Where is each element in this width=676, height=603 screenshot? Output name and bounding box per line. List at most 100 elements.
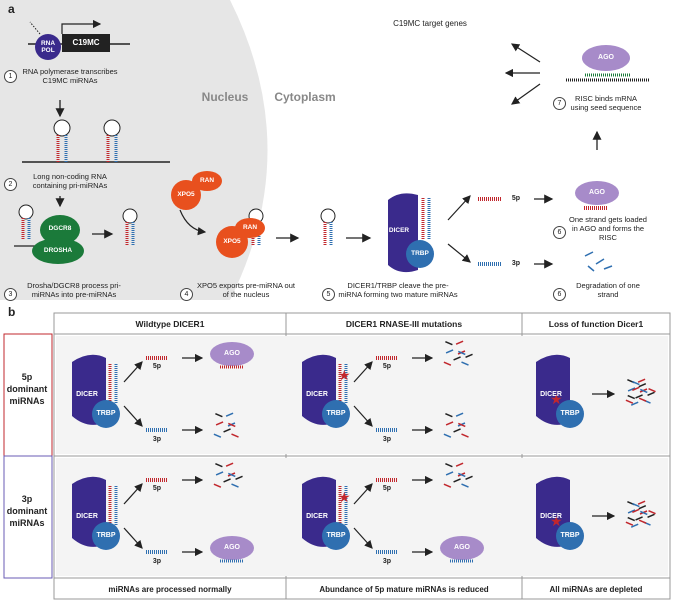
arrow — [353, 527, 373, 549]
degraded-fragment — [627, 516, 636, 522]
trbp-label: TRBP — [411, 250, 429, 257]
degraded-fragment — [647, 513, 655, 518]
step-number: 6 — [553, 288, 566, 301]
strand-5p-label: 5p — [152, 363, 162, 370]
degraded-fragment — [632, 508, 640, 514]
degraded-fragment — [225, 462, 234, 467]
trbp-protein — [556, 522, 584, 550]
degraded-fragment — [461, 433, 469, 438]
degraded-fragment — [648, 387, 656, 393]
strand-5p-label: 5p — [511, 195, 521, 202]
degraded-fragment — [638, 383, 647, 388]
rna-pol-label: RNA POL — [40, 40, 56, 54]
degraded-fragment — [213, 433, 222, 438]
trbp-protein — [322, 400, 350, 428]
c19mc-gene — [62, 34, 110, 52]
ago-protein — [575, 181, 619, 205]
arrow — [123, 527, 143, 549]
pri-mirna-hairpin — [103, 119, 121, 162]
trbp-label: TRBP — [96, 410, 116, 417]
trbp-protein — [92, 400, 120, 428]
degraded-fragment — [453, 478, 461, 483]
step-text: RNA polymerase transcribes C19MC miRNAs — [22, 67, 118, 85]
cytoplasm-label: Cytoplasm — [274, 90, 336, 104]
mutation-star: ★ — [338, 368, 351, 384]
strand-3p-label: 3p — [152, 558, 162, 565]
degraded-fragment — [630, 523, 639, 528]
degraded-fragment — [227, 472, 236, 478]
dicer-label: DICER — [540, 513, 562, 520]
degraded-fragment — [625, 521, 634, 526]
degraded-fragment — [635, 516, 643, 521]
dgcr8-protein — [40, 215, 80, 245]
degraded-fragment — [648, 509, 656, 515]
strand-3p-label: 3p — [152, 436, 162, 443]
ago-label: AGO — [598, 54, 614, 61]
xpo5-label: XPO5 — [177, 191, 195, 198]
strand-3p-label: 3p — [511, 260, 521, 267]
mutation-star: ★ — [550, 514, 563, 530]
degraded-fragment — [231, 483, 239, 488]
step-text: DICER1/TRBP cleave the pre-miRNA forming… — [338, 281, 458, 299]
arrow — [353, 361, 373, 383]
degraded-fragment — [627, 387, 636, 392]
row-label: 5p dominant miRNAs — [6, 372, 48, 406]
dicer-label: DICER — [306, 391, 328, 398]
degraded-fragment — [213, 483, 222, 488]
panel-a-label: a — [8, 2, 15, 16]
degraded-fragment — [465, 353, 473, 358]
degraded-fragment — [443, 361, 452, 366]
degraded-fragment — [639, 388, 648, 394]
step-text: One strand gets loaded in AGO and forms … — [569, 215, 647, 242]
ago-label: AGO — [454, 544, 470, 551]
degraded-fragment — [625, 399, 634, 404]
dicer-label: DICER — [306, 513, 328, 520]
degraded-fragment — [227, 422, 236, 428]
panel-b-label: b — [8, 305, 16, 319]
xpo5-label: XPO5 — [223, 238, 241, 245]
arrow — [123, 361, 143, 383]
arrow — [353, 405, 373, 427]
column-footer: miRNAs are processed normally — [108, 584, 232, 594]
degraded-fragment — [638, 519, 647, 524]
degraded-fragment — [461, 361, 469, 366]
ago-label: AGO — [224, 350, 240, 357]
degraded-fragment — [637, 378, 646, 383]
degraded-fragment — [632, 502, 640, 508]
c19mc-label: C19MC — [72, 38, 100, 47]
dicer-label: DICER — [76, 513, 98, 520]
trbp-label: TRBP — [326, 532, 346, 539]
nucleus-label: Nucleus — [201, 90, 249, 104]
step-number: 1 — [4, 70, 17, 83]
degraded-fragment — [630, 401, 639, 406]
ago-label: AGO — [224, 544, 240, 551]
degraded-fragment — [443, 483, 452, 488]
degraded-fragment — [638, 397, 647, 402]
column-header: Loss of function Dicer1 — [548, 319, 644, 329]
step-number: 4 — [180, 288, 193, 301]
step-text: Long non-coding RNA containing pri-miRNA… — [32, 172, 108, 190]
strand-5p-label: 5p — [382, 485, 392, 492]
trbp-label: TRBP — [560, 532, 580, 539]
mutation-star: ★ — [550, 392, 563, 408]
ago-protein — [210, 536, 254, 560]
degraded-fragment — [215, 421, 224, 426]
strand-3p-label: 3p — [382, 436, 392, 443]
degraded-fragment — [215, 471, 224, 476]
ran-protein — [192, 171, 222, 191]
dicer-label: DICER — [540, 391, 562, 398]
degraded-fragment — [445, 349, 454, 354]
panel-b-grid — [53, 312, 671, 600]
degraded-fragment — [223, 478, 231, 483]
ago-label: AGO — [589, 189, 605, 196]
degraded-strand — [584, 251, 613, 272]
degraded-fragment — [457, 422, 466, 428]
degraded-fragment — [443, 433, 452, 438]
column-footer: Abundance of 5p mature miRNAs is reduced — [319, 584, 489, 594]
degraded-fragment — [445, 463, 453, 468]
row-label: 3p dominant miRNAs — [6, 494, 48, 528]
degraded-fragment — [445, 471, 454, 476]
degraded-fragment — [627, 509, 636, 514]
degraded-fragment — [453, 428, 461, 433]
